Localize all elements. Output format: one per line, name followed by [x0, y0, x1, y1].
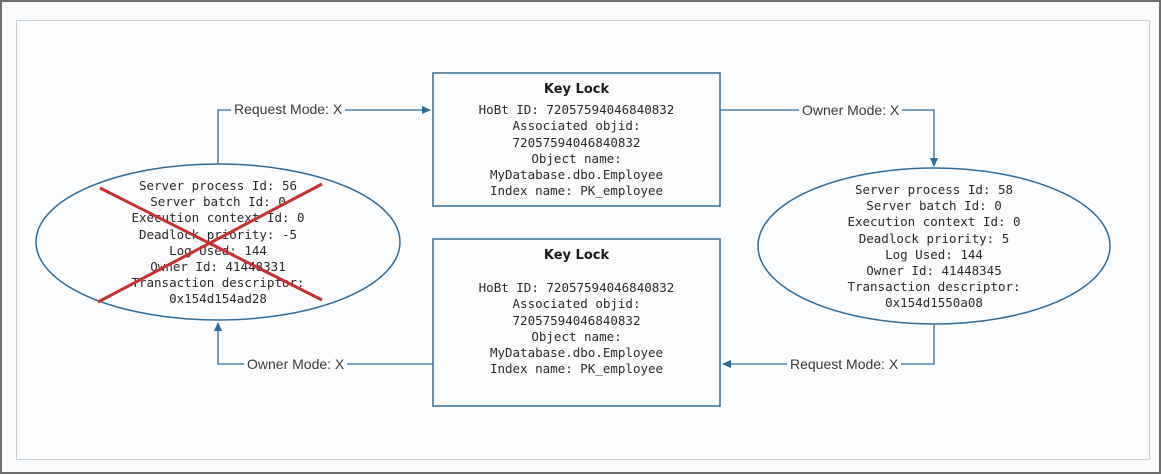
- key-lock-top-objid: 72057594046840832: [512, 134, 641, 150]
- victim-batch-id: Server batch Id: 0: [150, 194, 286, 210]
- survivor-transaction-descriptor: 0x154d1550a08: [885, 295, 983, 311]
- survivor-transaction-label: Transaction descriptor:: [847, 279, 1021, 295]
- key-lock-bottom-node[interactable]: [432, 238, 721, 407]
- key-lock-bottom-details: Key Lock HoBt ID: 72057594046840832 Asso…: [433, 248, 720, 377]
- key-lock-bottom-title: Key Lock: [543, 248, 610, 263]
- bottom-owner-connector: [214, 322, 433, 365]
- survivor-log-used: Log Used: 144: [885, 246, 983, 262]
- key-lock-bottom-index-name: Index name: PK_employee: [489, 361, 664, 377]
- survivor-batch-id: Server batch Id: 0: [866, 198, 1002, 214]
- key-lock-bottom-objid: 72057594046840832: [512, 312, 641, 328]
- victim-deadlock-priority: Deadlock priority: -5: [138, 226, 298, 242]
- victim-owner-id: Owner Id: 41448331: [150, 259, 286, 275]
- victim-request-connector: [217, 106, 431, 164]
- victim-transaction-label: Transaction descriptor:: [131, 275, 305, 291]
- key-lock-bottom-object-label: Object name:: [531, 328, 622, 344]
- key-lock-top-title: Key Lock: [543, 82, 610, 97]
- top-owner-label: Owner Mode: X: [799, 102, 903, 118]
- survivor-deadlock-priority: Deadlock priority: 5: [858, 230, 1010, 246]
- key-lock-top-index-name: Index name: PK_employee: [489, 183, 664, 199]
- survivor-spid: Server process Id: 58: [854, 182, 1014, 197]
- key-lock-top-object-label: Object name:: [531, 150, 622, 166]
- top-owner-connector: [720, 109, 938, 167]
- bottom-owner-label: Owner Mode: X: [244, 356, 348, 372]
- key-lock-top-details: Key Lock HoBt ID: 72057594046840832 Asso…: [433, 82, 720, 199]
- survivor-execution-context: Execution context Id: 0: [847, 214, 1021, 230]
- victim-spid: Server process Id: 56: [138, 178, 298, 193]
- survivor-request-label: Request Mode: X: [787, 356, 902, 372]
- key-lock-top-node[interactable]: [432, 72, 721, 207]
- key-lock-top-objid-label: Associated objid:: [512, 118, 641, 134]
- victim-execution-context: Execution context Id: 0: [131, 210, 305, 226]
- victim-request-label: Request Mode: X: [231, 101, 346, 117]
- victim-log-used: Log Used: 144: [169, 242, 267, 258]
- key-lock-top-object-name: MyDatabase.dbo.Employee: [489, 167, 664, 183]
- victim-process-details: Server process Id: 56 Server batch Id: 0…: [68, 178, 368, 308]
- survivor-owner-id: Owner Id: 41448345: [866, 263, 1002, 279]
- key-lock-bottom-object-name: MyDatabase.dbo.Employee: [489, 345, 664, 361]
- key-lock-top-hobt: HoBt ID: 72057594046840832: [478, 102, 675, 118]
- key-lock-bottom-hobt: HoBt ID: 72057594046840832: [478, 280, 675, 296]
- key-lock-bottom-objid-label: Associated objid:: [512, 296, 641, 312]
- victim-transaction-descriptor: 0x154d154ad28: [169, 291, 267, 307]
- surviving-process-details: Server process Id: 58 Server batch Id: 0…: [784, 182, 1084, 312]
